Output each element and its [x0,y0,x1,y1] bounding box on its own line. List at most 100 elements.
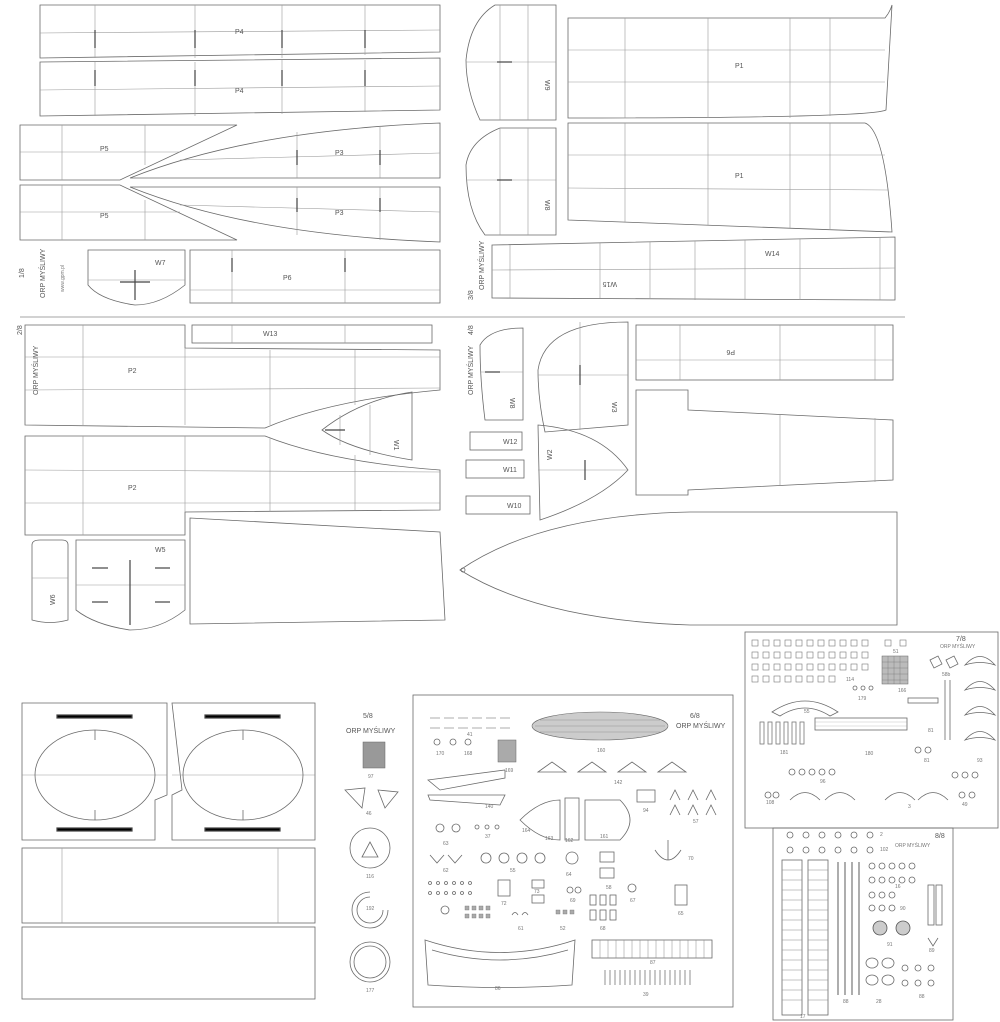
parts-group-57: 57 [669,789,717,825]
label-37: 37 [485,834,491,840]
label-73: 73 [534,889,540,895]
parts-group-28-88: 28 88 [865,957,935,1005]
label-W3-upper: W3 [610,402,617,413]
sheet-6-model-name: ORP MYŚLIWY [676,721,726,730]
parts-group-3-2-rings: 2 102 [786,831,889,854]
label-P2-upper: P2 [128,368,137,375]
label-W15: W15 [603,280,618,287]
parts-group-boats: 164 163 162 161 [519,797,631,844]
label-161: 161 [600,834,609,840]
label-P4-lower: P4 [235,88,244,95]
label-192: 192 [366,906,375,912]
sheet-4-model-name: ORP MYŚLIWY [466,345,475,395]
parts-group-62: 62 [429,854,463,874]
label-P2-lower: P2 [128,485,137,492]
label-170: 170 [436,751,445,757]
label-86: 87 [650,960,656,966]
label-W13: W13 [263,331,278,338]
sheet-1-website: www.gpm.pl [60,265,66,292]
label-P1-upper: P1 [735,63,744,70]
parts-group-77-93: 81 49 [914,746,979,808]
part-stand-left [21,702,168,841]
sheet-3-header: 3/8 ORP MYŚLIWY [468,240,486,300]
sheet-3-number: 3/8 [468,290,475,300]
part-P6-lower [189,517,446,625]
part-P2-upper: P2 [24,324,441,429]
part-91: 89 [927,937,939,954]
parts-group-142: 142 [536,761,688,786]
part-P5-lower: P5 [19,184,238,241]
label-W11: W11 [503,467,517,474]
part-87-comb: 39 [604,970,691,998]
label-169: 169 [505,768,514,774]
label-W1: W1 [392,440,399,451]
label-P1-lower: P1 [735,173,744,180]
label-71: 61 [518,926,524,932]
part-159-boat: 86 [424,939,576,992]
part-46: 46 [344,787,399,817]
parts-group-170-168: 170 168 [433,738,473,757]
label-88: 88 [919,994,925,1000]
label-40: 180 [865,751,874,757]
label-160: 160 [597,748,606,754]
parts-group-72-73: 72 73 [497,879,545,907]
parts-group-55-wheels: 55 [480,852,546,874]
label-63: 63 [443,841,449,847]
label-P3-upper: P3 [335,150,344,157]
label-39: 51 [893,649,899,655]
part-P3-lower: P3 [129,186,441,243]
label-52: 68 [600,926,606,932]
parts-group-fans [963,656,997,741]
sheet-7-model-name: ORP MYŚLIWY [940,642,976,650]
part-P4-lower: P4 [39,57,441,117]
part-P2-lower: P2 [24,435,441,536]
label-142: 142 [614,780,623,786]
label-3: 2 [880,832,883,838]
parts-group-71-61-52: 61 52 68 [440,894,617,932]
sheet-4-header: 4/8 ORP MYŚLIWY [466,325,475,395]
parts-group-17-16: 16 90 [868,862,916,912]
label-164: 164 [522,828,531,834]
part-stand-right [171,702,316,841]
sheet-8-model-name: ORP MYŚLIWY [895,841,931,849]
part-169: 169 [497,739,517,774]
part-102-ladders: 17 [781,859,829,1020]
part-W5: W5 [75,539,186,631]
label-46: 46 [366,811,372,817]
label-W14: W14 [765,251,780,258]
sheet-2-header: 2/8 ORP MYŚLIWY [17,325,40,395]
part-base-plate [21,926,316,1000]
part-P1-lower: P1 [567,122,893,233]
label-177: 177 [366,988,375,994]
part-W10: W10 [465,495,531,515]
part-W3-upper: W3 [537,321,629,433]
part-160: 160 [531,711,669,754]
parts-group-180-181: 81 93 [907,680,983,764]
part-W13: W13 [191,324,433,344]
sheet-5-number: 5/8 [363,713,373,720]
part-55-deck: 55 [771,700,839,717]
label-W7: W7 [155,260,166,267]
sheet-2-number: 2/8 [17,325,24,335]
label-W8-small: W8 [508,398,515,409]
part-94: 94 [636,789,656,814]
part-64: 64 [565,851,579,878]
parts-group-51-squares: 114 [751,639,869,683]
label-16: 90 [900,906,906,912]
part-38: 58b [929,655,959,678]
part-P3-upper: P3 [129,122,441,179]
part-W7: W7 [87,249,186,306]
part-166: 179 [852,685,874,702]
label-17: 16 [895,884,901,890]
sheet-2-model-name: ORP MYŚLIWY [31,345,40,395]
label-72: 72 [501,901,507,907]
label-W12: W12 [503,439,518,446]
label-58: 58 [606,885,612,891]
label-P4-upper: P4 [235,29,244,36]
label-102: 17 [800,1014,806,1020]
sheet-7-number: 7/8 [956,636,966,643]
part-W11: W11 [465,459,525,479]
label-64: 64 [566,872,572,878]
label-108: 3 [908,804,911,810]
label-W2: W2 [547,449,554,460]
